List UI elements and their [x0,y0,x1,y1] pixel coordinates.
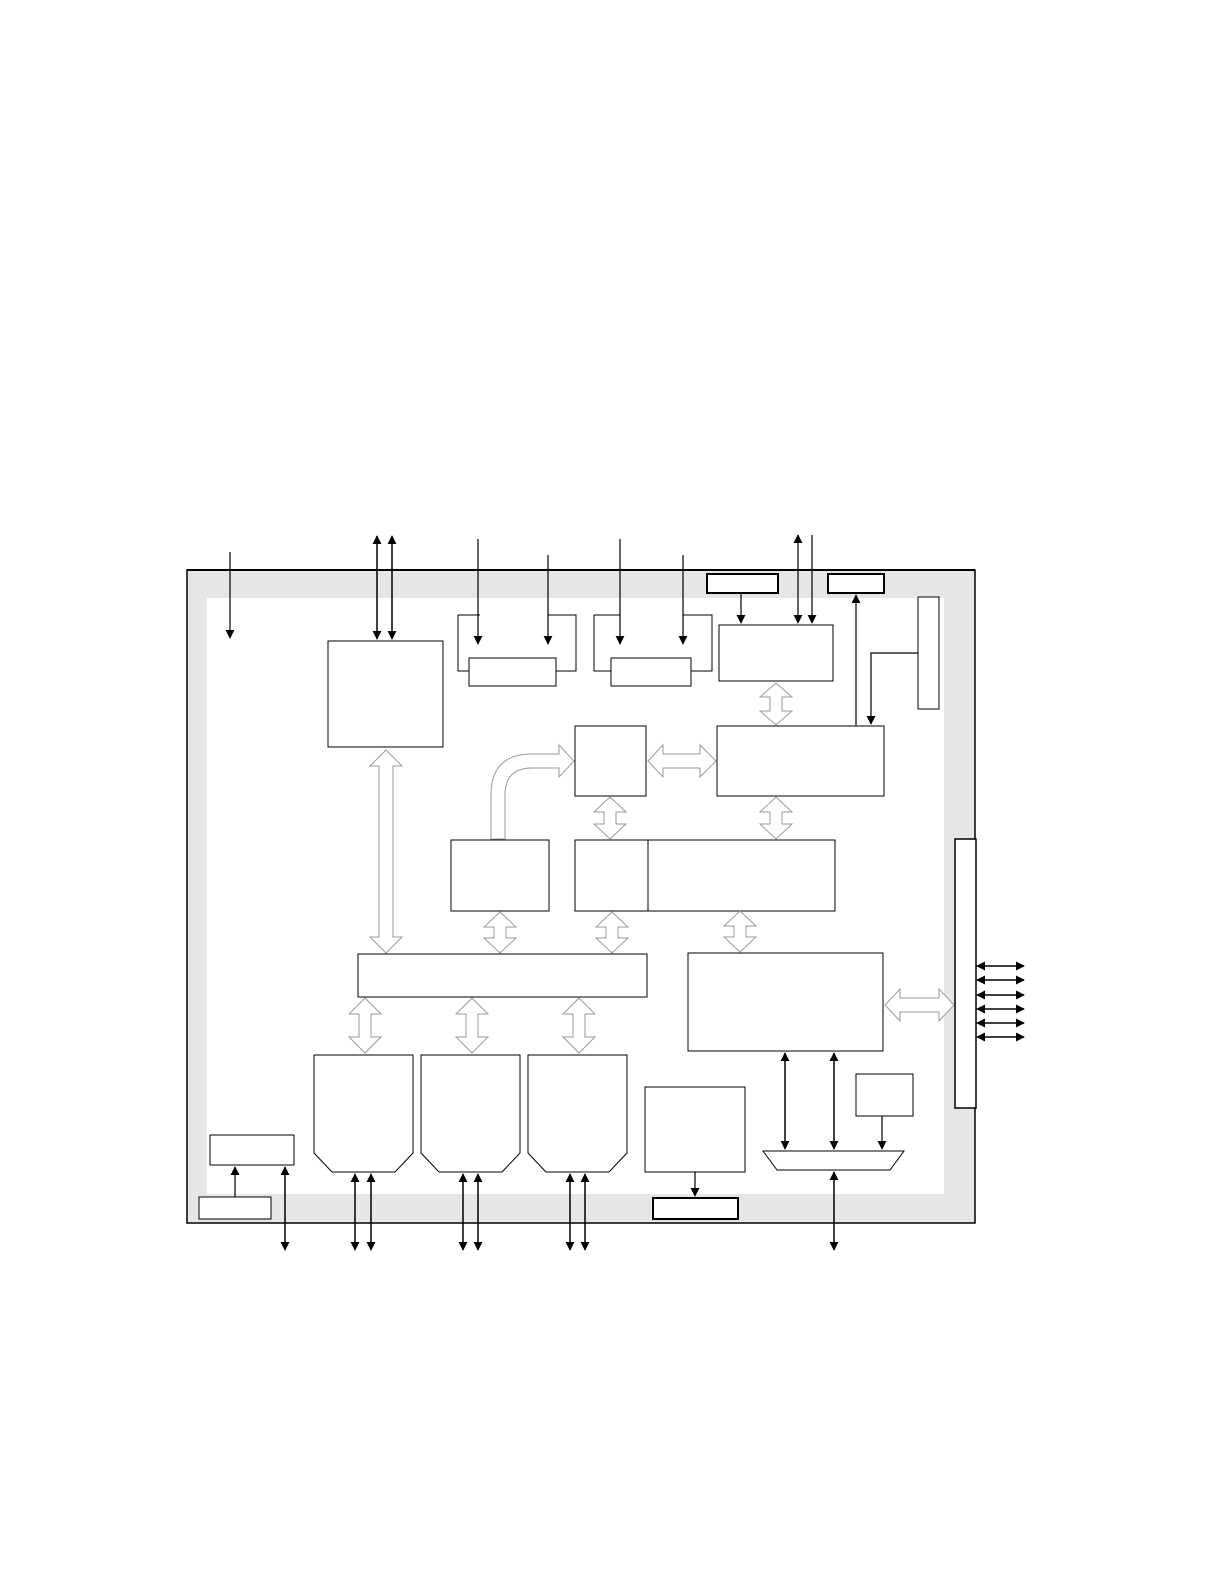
mid-left-block [450,839,550,912]
bus-arrow-top-right [758,682,794,726]
bus-arrow-midleft-bus [482,911,518,954]
top-pin-box-left [706,573,779,594]
upper-mid-box-right [610,657,692,687]
bus-arrow-io-port [884,987,955,1023]
right-vertical-feed [866,652,918,725]
bottom-center-pin [652,1197,739,1220]
mid-center-block [574,839,836,912]
bottom-left-pin [198,1196,272,1220]
bottom-module-2 [420,1054,521,1173]
bus-arrow-left-long [368,749,404,954]
port-bar-pins [976,961,1025,1042]
bus-arrow-curved [490,743,575,840]
bus-arrow-center-horizontal [647,743,717,779]
bus-arrow-right-io [722,910,758,953]
top-pin-box-right [827,573,885,594]
top-left-block [327,640,444,748]
small-right-block [855,1073,914,1117]
upper-mid-box-left [468,657,557,687]
bottom-module-1 [313,1054,414,1173]
bottom-module-pins [350,1173,590,1251]
bus-arrow-module-3 [561,997,597,1054]
internal-bus [357,953,648,998]
bus-arrow-module-2 [454,997,490,1054]
right-vertical-box [917,596,940,710]
right-port-bar [954,838,977,1109]
bus-arrows [347,682,955,1054]
bus-arrow-module-1 [347,997,383,1054]
center-small-block [574,725,647,797]
bus-arrow-center-down [592,796,628,840]
bus-arrow-midcenter-bus [594,911,630,954]
top-right-block [718,624,834,682]
bus-arrow-right-down [758,796,794,840]
upper-mid-frame-right [593,539,713,687]
bottom-module-3 [527,1054,628,1173]
mux [762,1150,905,1171]
bottom-center-block [644,1086,746,1173]
upper-mid-frame-left [457,539,577,687]
bottom-left-block [209,1134,295,1166]
center-right-block [716,725,885,797]
right-io-block [687,952,884,1052]
mux-connections [780,1052,887,1251]
